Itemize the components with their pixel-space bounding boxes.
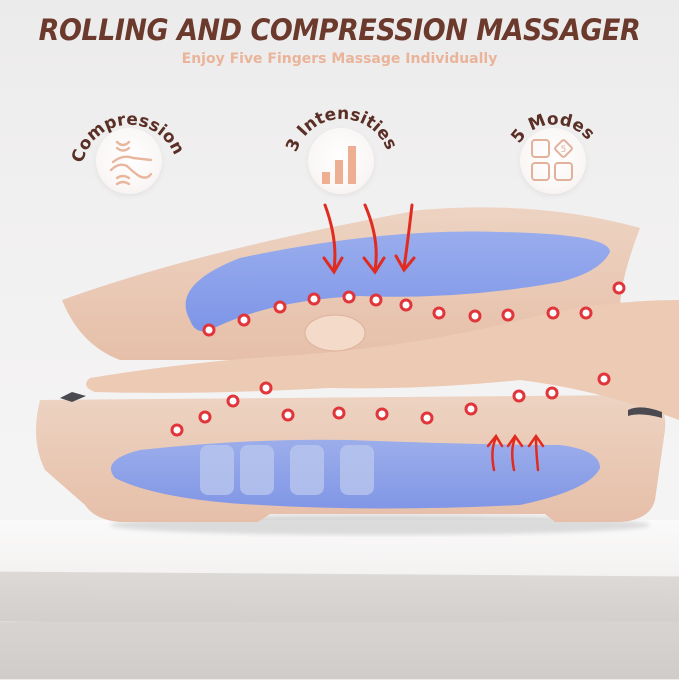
rollers bbox=[200, 445, 374, 495]
feature-compression: Compression bbox=[68, 90, 188, 200]
hand bbox=[86, 300, 679, 420]
compression-arrows-down bbox=[322, 203, 416, 275]
side-button-left bbox=[60, 392, 86, 402]
page-title: ROLLING AND COMPRESSION MASSAGER bbox=[38, 13, 641, 47]
feature-label-arc: 5 Modes bbox=[507, 109, 598, 147]
shelf-front bbox=[0, 622, 679, 679]
massager-illustration bbox=[36, 203, 679, 535]
feature-modes: 5 Modes 5 bbox=[492, 90, 612, 200]
signal-bars-icon bbox=[322, 146, 356, 184]
feature-disc bbox=[520, 128, 586, 194]
side-button-right bbox=[628, 407, 662, 418]
thumbnail bbox=[304, 314, 366, 352]
feature-label-arc: 3 Intensities bbox=[282, 104, 400, 155]
mode-badge: 5 bbox=[561, 145, 567, 155]
upper-airbag bbox=[185, 231, 611, 332]
feature-intensities: 3 Intensities bbox=[280, 90, 400, 200]
compression-hand-icon bbox=[109, 140, 153, 186]
page-subtitle: Enjoy Five Fingers Massage Individually bbox=[181, 51, 498, 67]
pressure-points bbox=[170, 281, 626, 437]
compression-arrows-up bbox=[486, 433, 545, 472]
mode-grid-icon: 5 bbox=[531, 139, 573, 181]
